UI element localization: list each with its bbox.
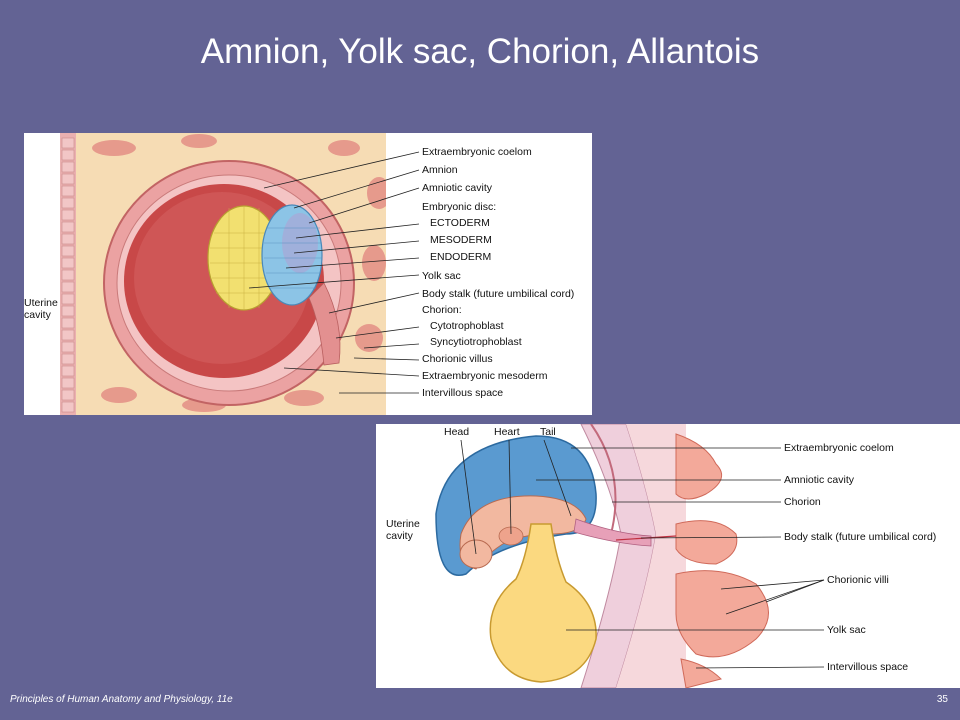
label-chorion-2: Chorion <box>784 496 821 508</box>
side-label-line-2: cavity <box>24 309 51 321</box>
label-cytotrophoblast: Cytotrophoblast <box>430 320 504 332</box>
label-syncytiotrophoblast: Syncytiotrophoblast <box>430 336 522 348</box>
label-chorionic-villus: Chorionic villus <box>422 353 493 365</box>
label-amnion: Amnion <box>422 164 458 176</box>
uterine-cavity-label-2: Uterine cavity <box>386 518 420 542</box>
label-chorionic-villi: Chorionic villi <box>827 574 889 586</box>
label-body-stalk-2: Body stalk (future umbilical cord) <box>784 531 937 543</box>
side-label-line-1: Uterine <box>24 297 58 309</box>
label-tail: Tail <box>540 426 556 438</box>
label-yolk-sac: Yolk sac <box>422 270 461 282</box>
label-mesoderm: MESODERM <box>430 234 492 246</box>
label-amniotic-cavity: Amniotic cavity <box>422 182 493 194</box>
label-endoderm: ENDODERM <box>430 251 492 263</box>
side-label-line-2: cavity <box>386 530 413 542</box>
label-amniotic-cavity-2: Amniotic cavity <box>784 474 855 486</box>
uterine-cavity-label-1: Uterine cavity <box>24 297 58 321</box>
later-diagram-illustration <box>376 424 960 688</box>
label-intervillous-space-2: Intervillous space <box>827 661 909 673</box>
embryo-early-diagram: Uterine cavity Extraembryonic coelom Amn… <box>24 133 592 415</box>
label-extraembryonic-mesoderm: Extraembryonic mesoderm <box>422 370 548 382</box>
label-intervillous-space: Intervillous space <box>422 387 504 399</box>
footer-book-title: Principles of Human Anatomy and Physiolo… <box>10 694 233 705</box>
label-embryonic-disc: Embryonic disc: <box>422 201 497 213</box>
label-extraembryonic-coelom-2: Extraembryonic coelom <box>784 442 894 454</box>
label-yolk-sac-2: Yolk sac <box>827 624 866 636</box>
label-heart: Heart <box>494 426 520 438</box>
embryo-later-diagram: Head Heart Tail Uterine cavity Extraembr… <box>376 424 960 688</box>
label-head: Head <box>444 426 470 438</box>
early-diagram-illustration <box>24 133 592 415</box>
label-body-stalk: Body stalk (future umbilical cord) <box>422 288 575 300</box>
label-chorion: Chorion: <box>422 304 462 316</box>
slide-title: Amnion, Yolk sac, Chorion, Allantois <box>200 32 760 71</box>
side-label-line-1: Uterine <box>386 518 420 530</box>
label-extraembryonic-coelom: Extraembryonic coelom <box>422 146 532 158</box>
footer-page-number: 35 <box>936 694 948 705</box>
label-ectoderm: ECTODERM <box>430 217 490 229</box>
